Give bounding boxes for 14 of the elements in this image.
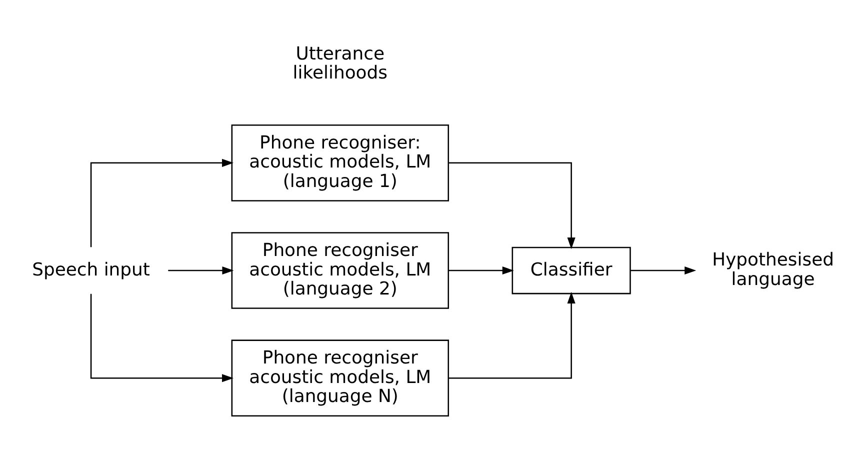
node-text: Speech input — [32, 259, 150, 280]
label: Utterance likelihoods — [292, 43, 388, 84]
node-box: Phone recogniser acoustic models, LM (language 2) — [231, 232, 449, 309]
arrow — [90, 158, 234, 248]
arrow — [168, 266, 234, 275]
node-box: Classifier — [512, 246, 631, 294]
arrow — [448, 292, 576, 379]
arrow — [90, 294, 234, 382]
node-box: Phone recogniser acoustic models, LM (language N) — [231, 340, 449, 417]
arrow — [448, 266, 514, 275]
arrow — [448, 162, 576, 250]
node-text: Hypothesised language — [712, 250, 834, 290]
node-box: Phone recogniser: acoustic models, LM (language 1) — [231, 124, 449, 202]
arrow — [630, 266, 696, 275]
